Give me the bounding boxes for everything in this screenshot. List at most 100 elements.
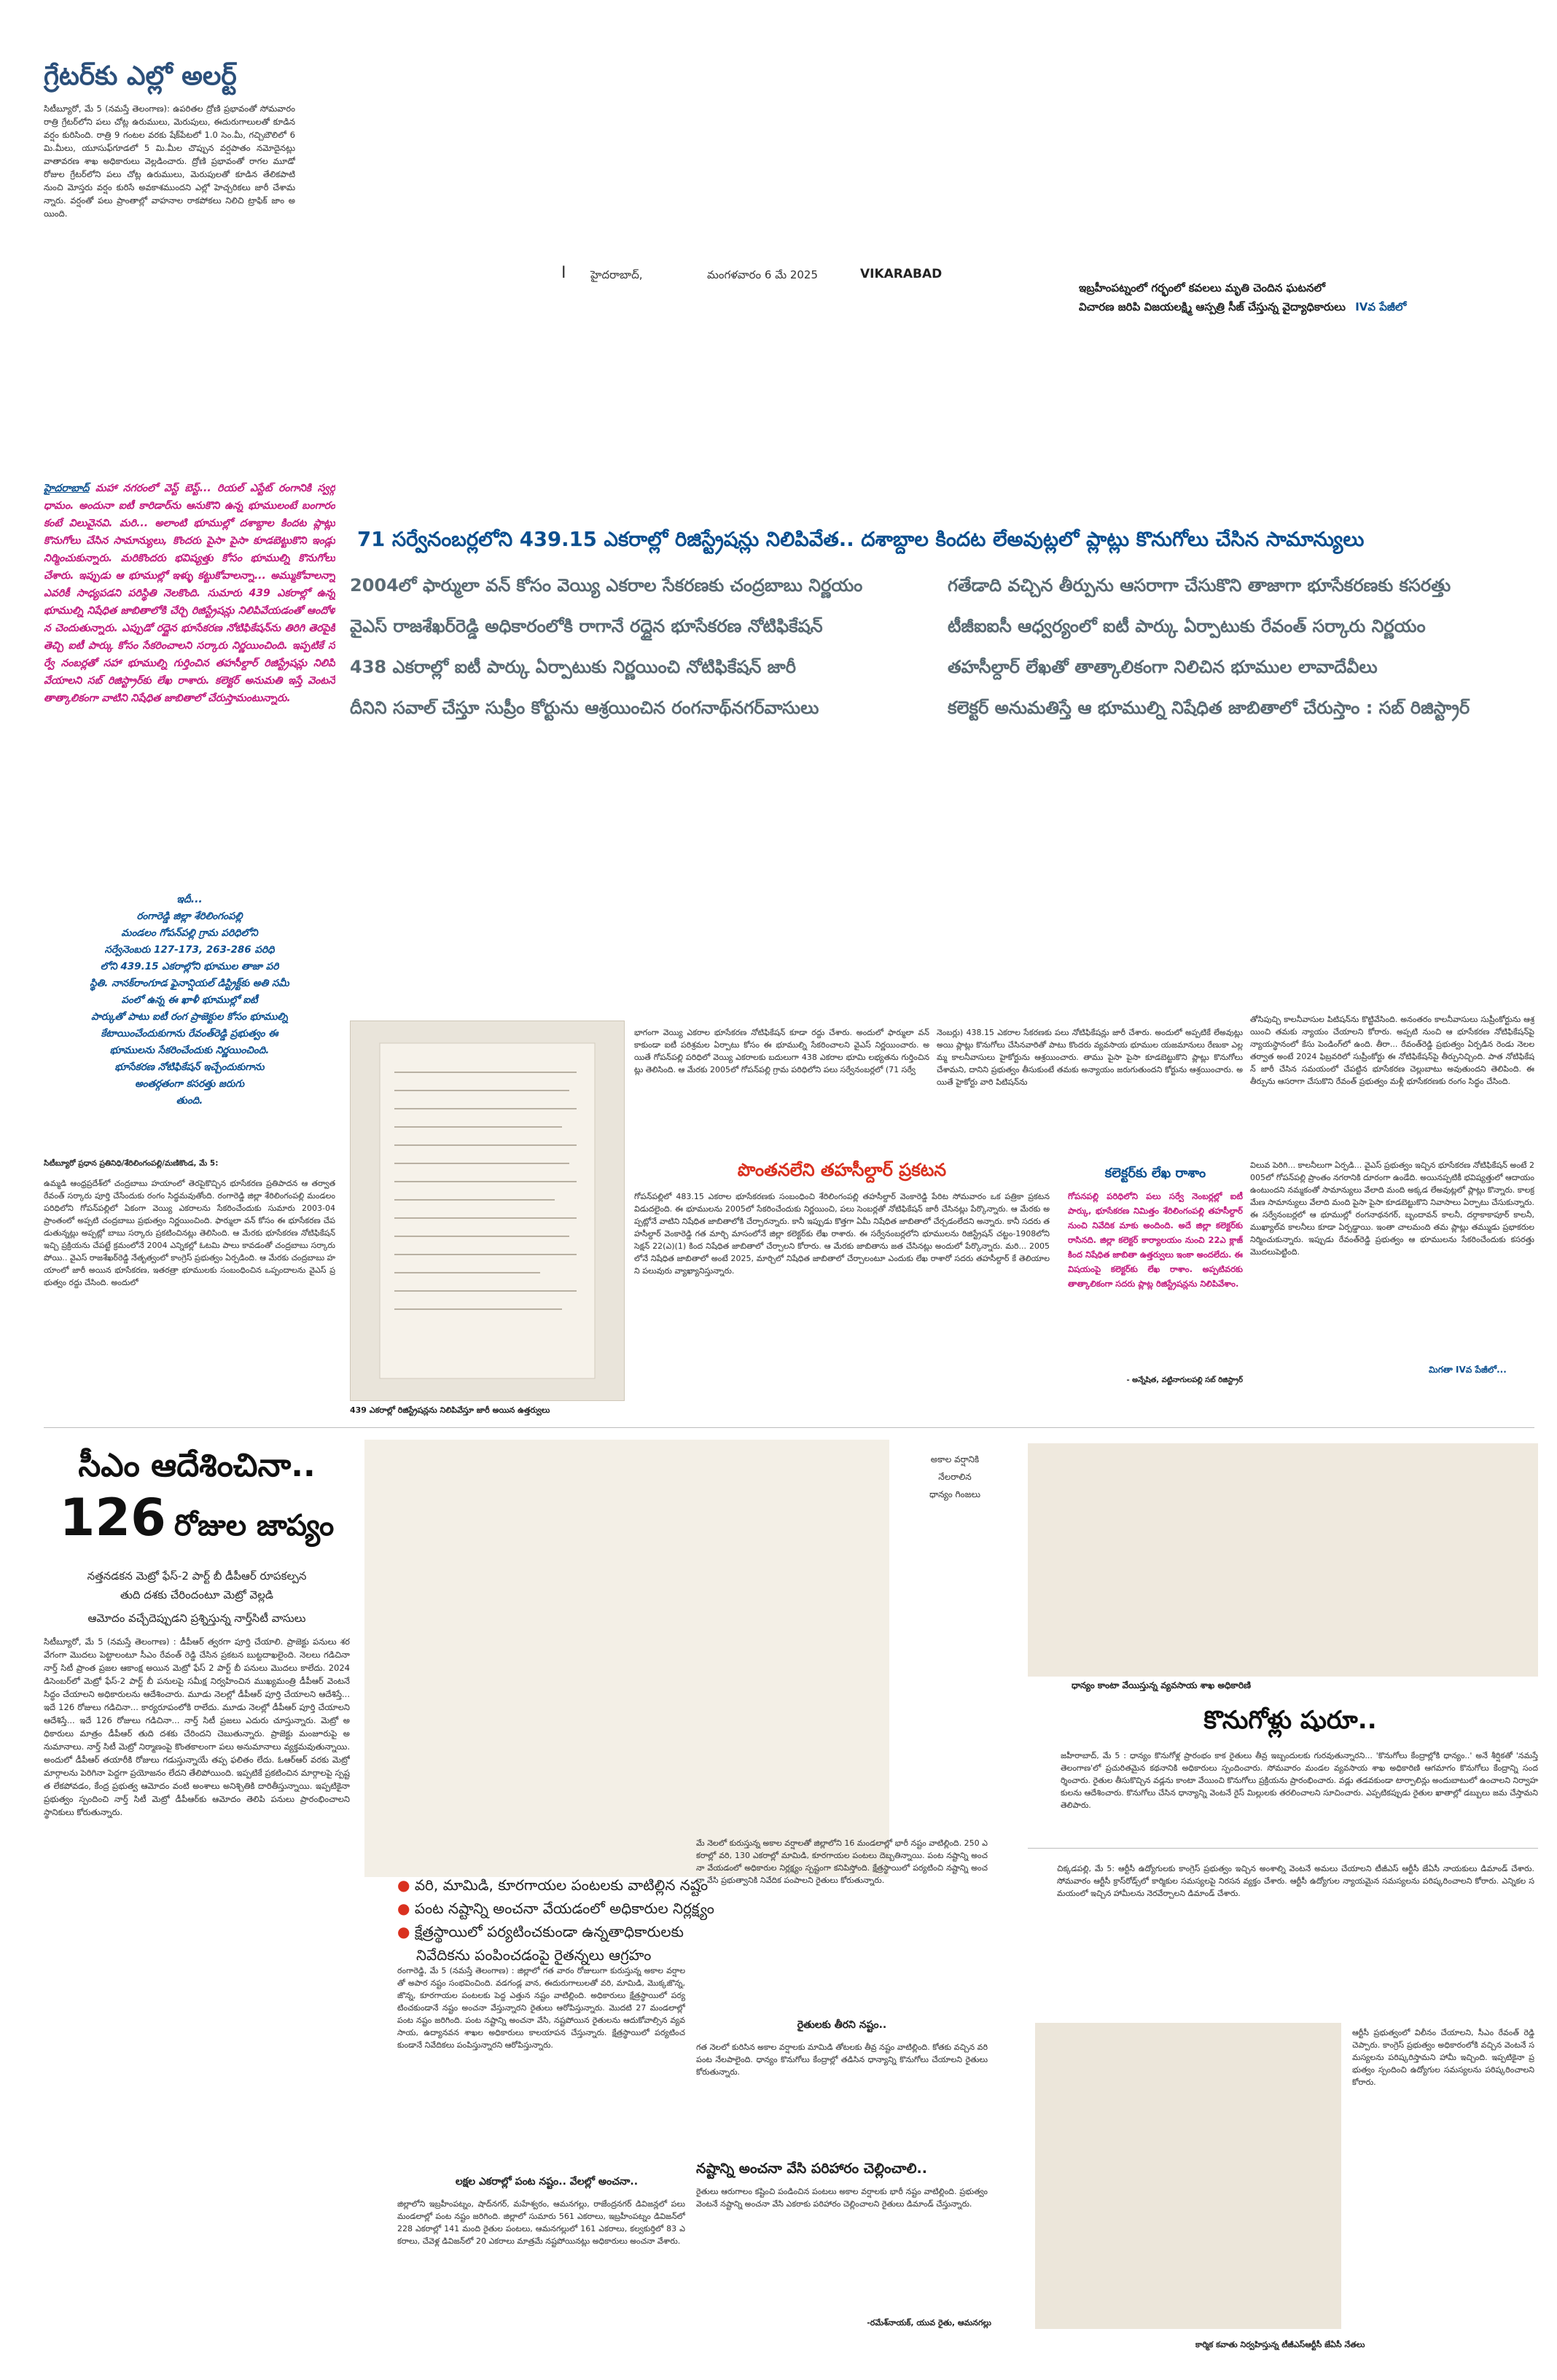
- alert-headline: గ్రేటర్‌కు ఎల్లో అలర్ట్: [44, 61, 237, 91]
- tahsildar-box: పొంతనలేని తహసీల్దార్ ప్రకటన గోపన్‌పల్లిల…: [634, 1155, 1050, 1380]
- crop-subhead3: నష్టాన్ని అంచనా వేసి పరిహారం చెల్లించాలి…: [696, 2161, 927, 2177]
- jappam-deck1: నత్తనడకన మెట్రో ఫేస్-2 పార్ట్ బీ డీపీఆర్…: [87, 1569, 307, 1583]
- bullet-dot-icon: ●: [397, 1900, 415, 1917]
- bullet-dot-icon: ●: [397, 1876, 415, 1894]
- main-subbox-line-8: భూములను సేకరించేందుకు నిర్ణయించింది.: [109, 1045, 270, 1056]
- procurement-headline: కొనుగోళ్లు షురూ..: [1203, 1706, 1377, 1735]
- bullet-dot-icon: ●: [397, 1923, 415, 1940]
- masthead-city: హైదరాబాద్,: [590, 268, 643, 281]
- main-deck-left-0: 2004లో ఫార్ములా వన్ కోసం వెయ్యి ఎకరాల సే…: [350, 575, 863, 596]
- main-subbox-line-6: పార్కుతో పాటు ఐటీ రంగ ప్రాజెక్టుల కోసం భ…: [91, 1011, 288, 1023]
- main-dateline: సిటీబ్యూరో ప్రధాన ప్రతినిధి/శేరిలింగంపల్…: [44, 1159, 219, 1168]
- crop-col1b: జిల్లాలోని ఇబ్రహీంపట్నం, షాద్‌నగర్, మహేశ…: [397, 2199, 685, 2246]
- main-deck-right-1: టీజీఐఐసీ ఆధ్వర్యంలో ఐటీ పార్కు ఏర్పాటుకు…: [948, 616, 1426, 636]
- crop-bullets: ● వరి, మామిడి, కూరగాయల పంటలకు వాటిల్లిన …: [397, 1873, 864, 1967]
- main-continued[interactable]: మిగతా IVవ పేజీలో...: [1429, 1365, 1507, 1375]
- rice-photo-note-line-2: ధాన్యం గింజలు: [929, 1489, 981, 1499]
- crop-col2c: రైతులు ఆరుగాలం కష్టించి పండించిన పంటలు అ…: [696, 2187, 988, 2209]
- rice-photo-note-box: అకాల వర్షానికి నేలరాలిన ధాన్యం గింజలు: [897, 1451, 1013, 1503]
- main-body-col4: తోసిపుచ్చి కాలనీవాసుల పిటిషన్‌ను కొట్టివ…: [1250, 1015, 1534, 1086]
- top-promo-line1: ఇబ్రహీంపట్నంలో గర్భంలో కవలలు మృతి చెందిన…: [1079, 281, 1325, 294]
- masthead: I హైదరాబాద్, మంగళవారం 6 మే 2025 VIKARABA…: [554, 264, 1064, 287]
- procurement-photo: [1028, 1443, 1538, 1677]
- collector-byline: - అన్నేషిత, వట్టినాగులపల్లి సబ్ రిజిస్ట్…: [1126, 1376, 1243, 1384]
- main-intro-text: మహా నగరంలో వెస్ట్ బెస్ట్... రియల్ ఎస్టేట…: [44, 483, 335, 704]
- rice-photo-note-line-1: నేలరాలిన: [938, 1472, 972, 1482]
- main-decks-left: 2004లో ఫార్ములా వన్ కోసం వెయ్యి ఎకరాల సే…: [350, 565, 918, 728]
- crop-bullet3-cont: నివేదికను పంపించడంపై రైతన్నలు ఆగ్రహం: [416, 1946, 652, 1964]
- main-deck-left-1: వైఎస్ రాజశేఖర్‌రెడ్డి అధికారంలోకి రాగానే…: [350, 616, 823, 636]
- main-subbox-line-7: కేటాయించేందుకుగాను రేవంత్‌రెడ్డి ప్రభుత్…: [101, 1028, 278, 1039]
- colonies-body: విలువ పెరిగి... కాలనీలుగా ఏర్పడి... వైఎస…: [1250, 1160, 1534, 1257]
- masthead-marker: I: [561, 264, 566, 282]
- main-intro: హైదరాబాద్ మహా నగరంలో వెస్ట్ బెస్ట్... రి…: [44, 480, 335, 881]
- masthead-edition: VIKARABAD: [860, 267, 943, 281]
- main-deck-right-2: తహసీల్దార్ లేఖతో తాత్కాలికంగా నిలిచిన భూ…: [948, 657, 1378, 677]
- tahsildar-body: గోపన్‌పల్లిలో 483.15 ఎకరాల భూసేకరణకు సంబ…: [634, 1192, 1050, 1276]
- jappam-body: సిటీబ్యూరో, మే 5 (నమస్తే తెలంగాణ) : డీపీ…: [44, 1636, 350, 1817]
- rtc-body: చిక్కడపల్లి, మే 5: ఆర్టీసీ ఉద్యోగులకు కా…: [1057, 1864, 1534, 1898]
- crop-col2: మే నెలలో కురుస్తున్న అకాల వర్షాలతో జిల్ల…: [696, 1838, 988, 1885]
- collector-body: గోపనపల్లి పరిధిలోని పలు సర్వే నెంబర్లల్ల…: [1068, 1191, 1243, 1289]
- crop-bullet-text: వరి, మామిడి, కూరగాయల పంటలకు వాటిల్లిన నష…: [414, 1876, 709, 1894]
- main-decks-right: గతేడాది వచ్చిన తీర్పును ఆసరాగా చేసుకొని …: [948, 565, 1531, 728]
- jappam-headline2-num: 126: [59, 1488, 166, 1548]
- document-photo-icon: [379, 1042, 596, 1379]
- main-deck-left-2: 438 ఎకరాల్లో ఐటీ పార్కు ఏర్పాటుకు నిర్ణయ…: [350, 657, 797, 677]
- alert-story: గ్రేటర్‌కు ఎల్లో అలర్ట్ సిటీబ్యూరో, మే 5…: [44, 58, 295, 321]
- jappam-headline1: సీఎం ఆదేశించినా..: [78, 1447, 316, 1484]
- crop-bullet-2: ● క్షేత్రస్థాయిలో పర్యటించకుండా ఉన్నతాధి…: [397, 1920, 864, 1943]
- crop-bullet-text: క్షేత్రస్థాయిలో పర్యటించకుండా ఉన్నతాధికా…: [414, 1923, 684, 1940]
- rtc-col2: ఆర్టీసీ ప్రభుత్వంలో విలీనం చేయాలని, సీఎం…: [1352, 2028, 1534, 2087]
- main-subbox-line-11: తుంది.: [176, 1095, 203, 1107]
- main-subbox-line-3: లోని 439.15 ఎకరాల్లోని భూముల తాజా పరి: [100, 961, 279, 972]
- main-banner-text: 71 సర్వేనంబర్లలోని 439.15 ఎకరాల్లో రిజిస…: [357, 528, 1365, 551]
- procurement-rule: [1028, 1848, 1538, 1849]
- main-subbox-line-4: స్థితి. నానక్‌రాంగూడ ఫైనాన్షియల్ డిస్ట్ర…: [90, 978, 289, 989]
- alert-body: సిటీబ్యూరో, మే 5 (నమస్తే తెలంగాణ): ఉపరిత…: [44, 104, 295, 219]
- rtc-caption: కార్మిక కవాతు నిర్వహిస్తున్న టీజీఎస్ఆర్ట…: [1195, 2340, 1365, 2349]
- main-deck-right-3: కలెక్టర్ అనుమతిస్తే ఆ భూముల్ని నిషేధిత జ…: [948, 698, 1470, 718]
- rice-photo: [364, 1440, 889, 1877]
- crop-col2b: గత నెలలో కురిసిన అకాల వర్షాలకు మామిడి తో…: [696, 2042, 988, 2077]
- main-banner: 71 సర్వేనంబర్లలోని 439.15 ఎకరాల్లో రిజిస…: [357, 525, 1538, 554]
- main-subbox-line-1: మండలం గోపన్‌పల్లి గ్రామ పరిధిలోని: [121, 927, 258, 939]
- top-promo: ఇబ్రహీంపట్నంలో గర్భంలో కవలలు మృతి చెందిన…: [1079, 278, 1531, 316]
- main-subbox-heading: ఇదీ...: [176, 894, 203, 905]
- collector-box: కలెక్టర్‌కు లేఖ రాశాం గోపనపల్లి పరిధిలోన…: [1068, 1163, 1243, 1386]
- crop-byline: -రమేశ్‌నాయక్, యువ రైతు, ఆమనగల్లు: [867, 2318, 991, 2328]
- top-promo-line2: విచారణ జరిపి విజయలక్ష్మి ఆస్పత్రి సీజ్ చ…: [1079, 300, 1346, 313]
- tahsildar-headline: పొంతనలేని తహసీల్దార్ ప్రకటన: [737, 1160, 947, 1180]
- masthead-date: మంగళవారం 6 మే 2025: [707, 268, 819, 281]
- crop-col1: రంగారెడ్డి, మే 5 (నమస్తే తెలంగాణ) : జిల్…: [397, 1966, 685, 2050]
- main-subbox-line-5: పంలో ఉన్న ఈ ఖాళీ భూముల్లో ఐటీ: [121, 994, 258, 1006]
- procurement-body: జహీరాబాద్, మే 5 : ధాన్యం కొనుగోళ్ల ప్రార…: [1061, 1751, 1538, 1810]
- main-deck-left-3: దీనిని సవాల్ చేస్తూ సుప్రీం కోర్టును ఆశ్…: [350, 698, 819, 718]
- orders-photo: [350, 1021, 625, 1401]
- rtc-photo: [1035, 2023, 1341, 2329]
- procurement-kicker: ధాన్యం కాంటా వేయిస్తున్న వ్యవసాయ శాఖ అధి…: [1072, 1680, 1251, 1690]
- main-subbox-line-2: సర్వేనెంబరు 127-173, 263-286 పరిధి: [104, 944, 275, 956]
- rice-photo-note-line-0: అకాల వర్షానికి: [930, 1454, 980, 1464]
- main-subbox-line-9: భూసేకరణ నోటిఫికేషన్ ఇచ్చేందుకుగాను: [114, 1061, 265, 1073]
- main-body-col3: నెంబర్లు) 438.15 ఎకరాల సేకరణకు పలు నోటిఫ…: [937, 1028, 1243, 1087]
- main-body-col2: భాగంగా వెయ్యి ఎకరాల భూసేకరణ నోటిఫికేషన్ …: [634, 1028, 929, 1074]
- crop-subhead1: రైతులకు తీరని నష్టం..: [797, 2019, 887, 2031]
- jappam-deck2: తుది దశకు చేరిందంటూ మెట్రో వెల్లడి: [120, 1588, 273, 1601]
- crop-bullet-text: పంట నష్టాన్ని అంచనా వేయడంలో అధికారుల నిర…: [414, 1900, 714, 1917]
- jappam-story: సీఎం ఆదేశించినా.. 126 రోజుల జాప్యం నత్తన…: [44, 1443, 350, 2102]
- crop-bullet-0: ● వరి, మామిడి, కూరగాయల పంటలకు వాటిల్లిన …: [397, 1873, 864, 1897]
- main-deck-right-0: గతేడాది వచ్చిన తీర్పును ఆసరాగా చేసుకొని …: [948, 575, 1451, 596]
- main-subbox-lines: రంగారెడ్డి జిల్లా శేరిలింగంపల్లి మండలం గో…: [44, 908, 335, 1109]
- top-promo-page-ref[interactable]: IVవ పేజీలో: [1355, 300, 1407, 313]
- main-subbox: ఇదీ... రంగారెడ్డి జిల్లా శేరిలింగంపల్లి మ…: [44, 891, 335, 1109]
- jappam-deck3: ఆమోదం వచ్చేదెప్పుడని ప్రశ్నిస్తున్న నార్…: [87, 1612, 306, 1625]
- main-intro-lead: హైదరాబాద్: [44, 483, 90, 494]
- collector-headline: కలెక్టర్‌కు లేఖ రాశాం: [1104, 1166, 1206, 1181]
- main-subbox-line-0: రంగారెడ్డి జిల్లా శేరిలింగంపల్లి: [136, 910, 243, 922]
- main-body-col1: ఉమ్మడి ఆంధ్రప్రదేశ్‌లో చంద్రబాబు హయాంలో …: [44, 1179, 335, 1287]
- jappam-headline2-text: రోజుల జాప్యం: [173, 1509, 335, 1542]
- crop-subhead2: లక్షల ఎకరాల్లో పంట నష్టం.. వేలల్లో అంచనా…: [455, 2176, 639, 2188]
- main-subbox-line-10: అంతర్గతంగా కసరత్తు జరుగు: [134, 1078, 245, 1090]
- crop-bullet-1: ● పంట నష్టాన్ని అంచనా వేయడంలో అధికారుల న…: [397, 1897, 864, 1920]
